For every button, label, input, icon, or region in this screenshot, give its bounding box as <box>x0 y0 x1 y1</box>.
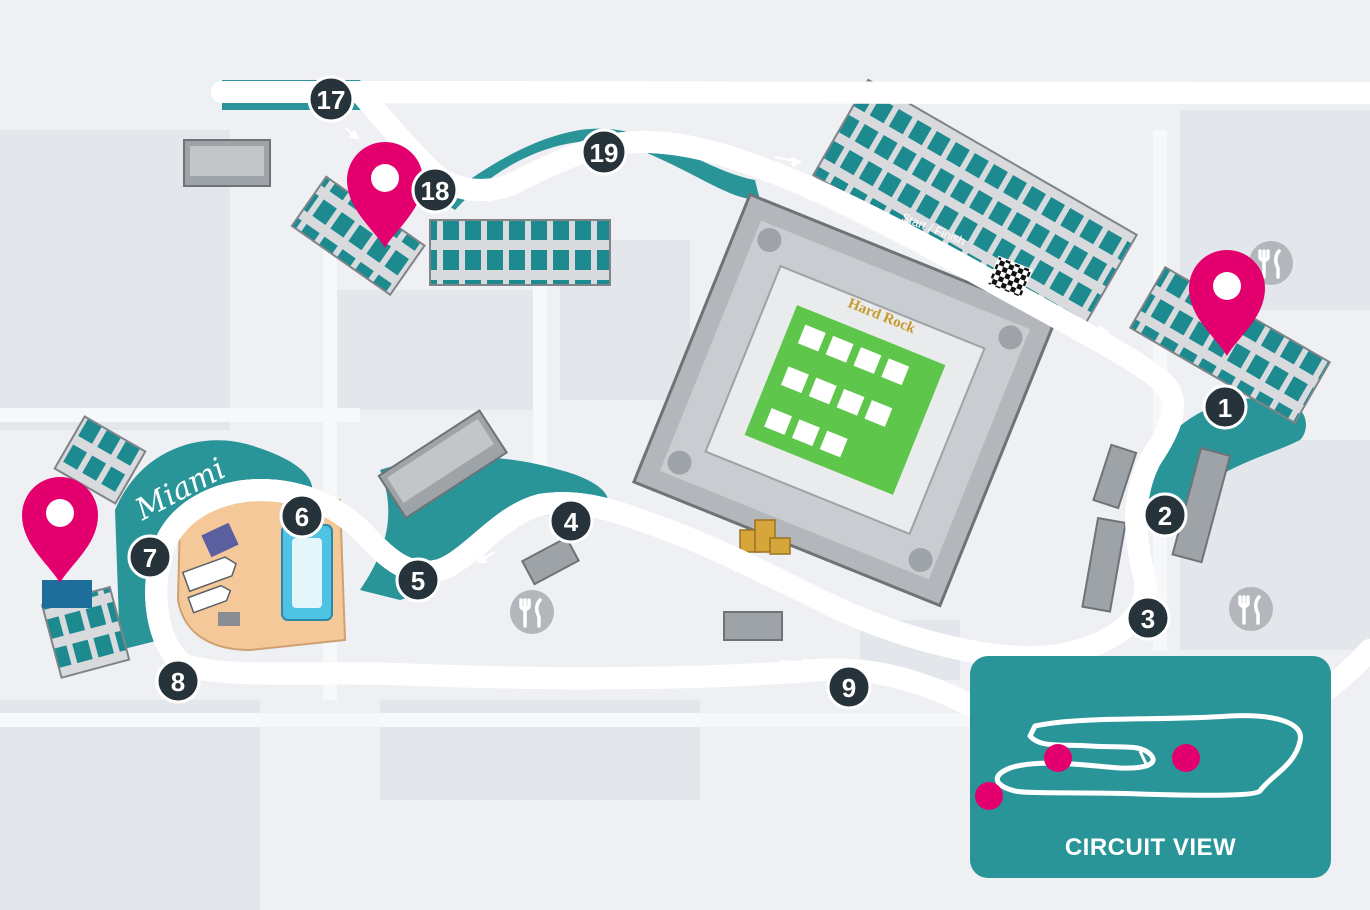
turn-badge-label: 18 <box>421 176 450 206</box>
turn-badge-6: 6 <box>279 493 325 539</box>
checkered-flag-icon <box>987 255 1033 299</box>
grandstand-turn18 <box>290 175 611 297</box>
turn-badge-9: 9 <box>826 664 872 710</box>
turn-badge-label: 19 <box>590 138 619 168</box>
turn-badge-label: 6 <box>295 502 309 532</box>
turn-badge-5: 5 <box>395 557 441 603</box>
turn-badge-label: 9 <box>842 673 856 703</box>
circuit-view-pin <box>975 782 1003 810</box>
podium-icon <box>739 519 791 555</box>
turn-badge-label: 7 <box>143 543 157 573</box>
turn-badge-7: 7 <box>127 534 173 580</box>
circuit-view-label: CIRCUIT VIEW <box>1064 834 1237 861</box>
turn-badge-4: 4 <box>548 498 594 544</box>
fork-knife-icon[interactable] <box>510 590 554 634</box>
turn-badge-2: 2 <box>1142 492 1188 538</box>
turn-badge-17: 17 <box>307 75 355 123</box>
turn-badge-1: 1 <box>1202 384 1248 430</box>
yacht-icon <box>187 584 232 614</box>
circuit-view-button[interactable]: CIRCUIT VIEW <box>970 656 1331 878</box>
building <box>520 536 580 586</box>
location-pin-icon[interactable] <box>22 477 98 583</box>
stadium <box>631 192 1059 608</box>
fork-knife-icon[interactable] <box>1229 587 1273 631</box>
yacht-icon <box>181 556 237 593</box>
buildings <box>183 139 1232 641</box>
building <box>1092 443 1138 510</box>
turn-badge-19: 19 <box>580 128 628 176</box>
circuit-view-pin <box>1044 744 1072 772</box>
grandstand-turn7 <box>40 415 147 679</box>
turn-badge-label: 3 <box>1141 604 1155 634</box>
building <box>377 409 509 520</box>
turn-badge-label: 5 <box>411 566 425 596</box>
grandstands <box>40 78 1332 679</box>
building <box>723 611 783 641</box>
turn-badge-8: 8 <box>155 658 201 704</box>
turn-badges: 1 2 3 4 5 6 7 8 9 17 18 19 <box>127 75 1248 710</box>
circuit-view-pin <box>1172 744 1200 772</box>
building <box>1081 516 1127 613</box>
turn-badge-label: 8 <box>171 667 185 697</box>
location-pin-icon[interactable] <box>347 142 423 248</box>
building <box>190 146 264 176</box>
turn-badge-label: 1 <box>1218 393 1232 423</box>
turn-badge-label: 17 <box>317 85 346 115</box>
marina <box>176 497 347 652</box>
turn-badge-label: 4 <box>564 507 579 537</box>
location-pin-icon[interactable] <box>1189 250 1265 356</box>
direction-arrows <box>154 84 1150 681</box>
building <box>1171 446 1232 564</box>
turn-badge-3: 3 <box>1125 595 1171 641</box>
circuit-outline <box>975 713 1303 810</box>
turn-badge-label: 2 <box>1158 501 1172 531</box>
turn-badge-18: 18 <box>411 166 459 214</box>
